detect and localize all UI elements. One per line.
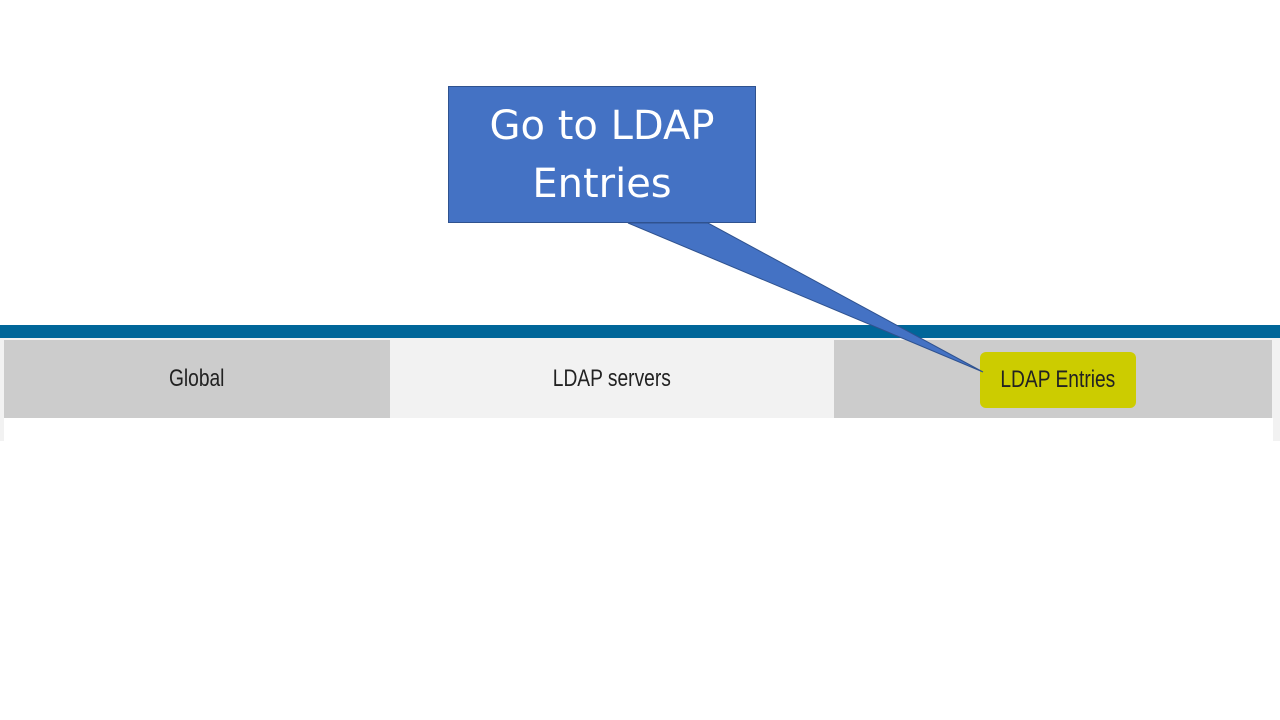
- tab-ldap-servers-label: LDAP servers: [552, 365, 672, 392]
- tab-global-label: Global: [169, 365, 225, 392]
- tab-ldap-entries[interactable]: LDAP Entries: [834, 340, 1272, 418]
- tab-strip: Global LDAP servers LDAP Entries: [0, 338, 1280, 441]
- tab-ldap-servers[interactable]: LDAP servers: [391, 340, 833, 418]
- callout-box: Go to LDAP Entries: [448, 86, 756, 223]
- callout-text: Go to LDAP Entries: [489, 102, 715, 207]
- header-accent-bar: [0, 325, 1280, 338]
- tab-global[interactable]: Global: [4, 340, 390, 418]
- tab-content-area: [4, 418, 1273, 441]
- tab-ldap-entries-label: LDAP Entries: [1000, 366, 1116, 393]
- highlight-marker: LDAP Entries: [980, 352, 1136, 408]
